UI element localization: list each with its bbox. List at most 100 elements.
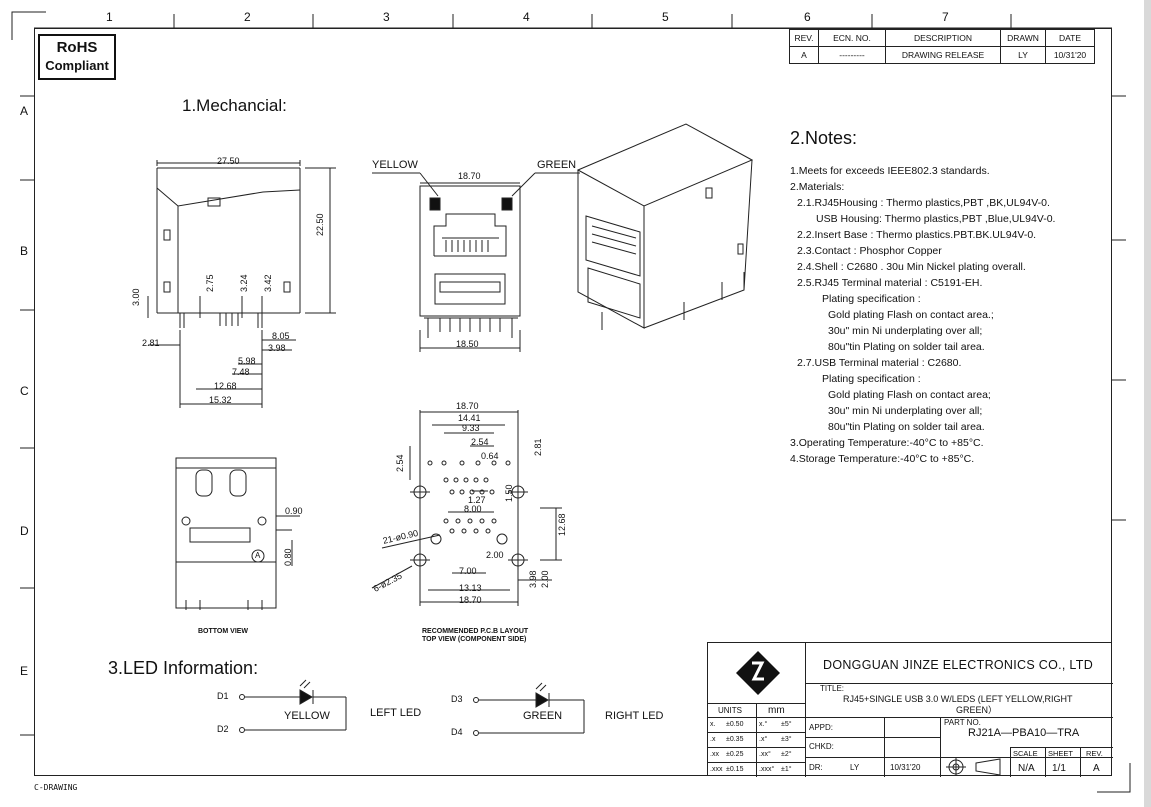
note-line: USB Housing: Thermo plastics,PBT ,Blue,U… (816, 213, 1056, 225)
caption-bottom-view: BOTTOM VIEW (198, 628, 249, 635)
drawn-date: 10/31'20 (890, 763, 921, 772)
note-line: 3.Operating Temperature:-40°C to +85°C. (790, 437, 984, 449)
rev-cell: LY (1000, 46, 1046, 64)
tol-label: .xx° (759, 751, 771, 758)
dim-label: 18.70 (458, 171, 481, 181)
part-number: RJ21A—PBA10—TRA (968, 727, 1080, 739)
note-line: 2.2.Insert Base : Thermo plastics.PBT.BK… (797, 229, 1037, 241)
pcb-layout (371, 410, 562, 606)
row-letter: E (20, 664, 29, 678)
column-number: 3 (383, 10, 390, 24)
pcb-pins (427, 460, 511, 534)
dr-label: DR: (809, 763, 823, 772)
dim-label: 12.68 (214, 381, 237, 391)
tol-value: ±5° (781, 721, 792, 728)
side-view (147, 160, 336, 408)
tol-value: ±0.15 (726, 766, 744, 773)
rev-cell: A (789, 46, 819, 64)
column-number: 2 (244, 10, 251, 24)
dim-label: 0.64 (481, 451, 499, 461)
tol-value: ±0.25 (726, 751, 744, 758)
rev-header: REV. (789, 29, 819, 47)
tol-label: .x° (759, 736, 768, 743)
section-title-led: 3.LED Information: (108, 658, 259, 678)
dim-label: 8.00 (464, 504, 482, 514)
rev-header: DATE (1045, 29, 1095, 47)
led-pin-d1: D1 (217, 691, 229, 701)
tol-label: .xxx (710, 766, 723, 773)
tol-label: .x (710, 736, 716, 743)
note-line: 2.7.USB Terminal material : C2680. (797, 357, 962, 369)
rev-header: ECN. NO. (818, 29, 886, 47)
led-pin-d4: D4 (451, 727, 463, 737)
company-logo (736, 651, 780, 695)
column-number: 1 (106, 10, 113, 24)
rev-cell: DRAWING RELEASE (885, 46, 1001, 64)
dim-label: 2.00 (486, 550, 504, 560)
note-line: 80u"tin Plating on solder tail area. (828, 421, 985, 433)
led-schematic (239, 679, 585, 736)
note-line: 1.Meets for exceeds IEEE802.3 standards. (790, 165, 990, 177)
front-view (372, 172, 580, 352)
chkd-label: CHKD: (809, 742, 834, 751)
row-letter: C (20, 384, 29, 398)
dim-label: 8.05 (272, 331, 290, 341)
note-line: 2.Materials: (790, 181, 845, 193)
dim-label: 2.81 (142, 338, 160, 348)
rev-label: REV. (1086, 749, 1103, 758)
dim-label: 18.50 (456, 339, 479, 349)
dim-label: 15.32 (209, 395, 232, 405)
dim-label: 27.50 (217, 156, 240, 166)
rev-value: A (1093, 763, 1100, 774)
sheet-value: 1/1 (1052, 763, 1066, 774)
sheet-label: SHEET (1048, 749, 1074, 758)
column-number: 5 (662, 10, 669, 24)
dim-label: 3.24 (239, 274, 249, 292)
dim-label: 0.90 (285, 506, 303, 516)
dim-label: 18.70 (459, 595, 482, 605)
note-line: Plating specification : (822, 293, 921, 305)
projection-symbol (946, 758, 1001, 776)
row-letter: B (20, 244, 29, 258)
tol-label: x.° (759, 721, 768, 728)
drawing-frame (34, 28, 1112, 776)
dim-label: 3.98 (268, 343, 286, 353)
tol-value: ±0.35 (726, 736, 744, 743)
dim-label: 2.75 (205, 274, 215, 292)
dim-label: 18.70 (456, 401, 479, 411)
note-line: Plating specification : (822, 373, 921, 385)
caption-pcb-layout: RECOMMENDED P.C.B LAYOUT (422, 628, 529, 635)
note-line: 80u"tin Plating on solder tail area. (828, 341, 985, 353)
part-no-label: PART NO. (944, 718, 981, 727)
bottom-view (175, 457, 300, 610)
rohs-badge: RoHS Compliant (38, 34, 116, 80)
dim-label: 1.27 (468, 495, 486, 505)
tol-value: ±2° (781, 751, 792, 758)
dim-label: 12.68 (557, 513, 567, 536)
note-line: 2.3.Contact : Phosphor Copper (797, 245, 942, 257)
rev-cell: --------- (818, 46, 886, 64)
dim-label: 3.98 (528, 570, 538, 588)
drawn-by: LY (850, 763, 860, 772)
title-line1: RJ45+SINGLE USB 3.0 W/LEDS (LEFT YELLOW,… (843, 694, 1073, 704)
scrollbar[interactable] (1144, 0, 1151, 807)
dim-label: 0.80 (283, 548, 293, 566)
scale-label: SCALE (1013, 749, 1038, 758)
led-right-label: RIGHT LED (605, 710, 664, 722)
tol-value: ±1° (781, 766, 792, 773)
front-label-green: GREEN (537, 159, 577, 171)
dim-label: 2.54 (471, 437, 489, 447)
tol-label: .xxx° (759, 766, 775, 773)
tol-value: ±3° (781, 736, 792, 743)
dim-label: 3.00 (131, 288, 141, 306)
drawing-footer-label: C-DRAWING (34, 783, 78, 792)
front-view-contacts (439, 240, 501, 332)
dim-label: 22.50 (315, 213, 325, 236)
dim-label: 7.00 (459, 566, 477, 576)
dim-label: 2.81 (533, 438, 543, 456)
detail-callout: A (255, 551, 261, 560)
tol-value: ±0.50 (726, 721, 744, 728)
section-title-notes: 2.Notes: (790, 128, 858, 148)
note-line: Gold plating Flash on contact area; (828, 389, 991, 401)
